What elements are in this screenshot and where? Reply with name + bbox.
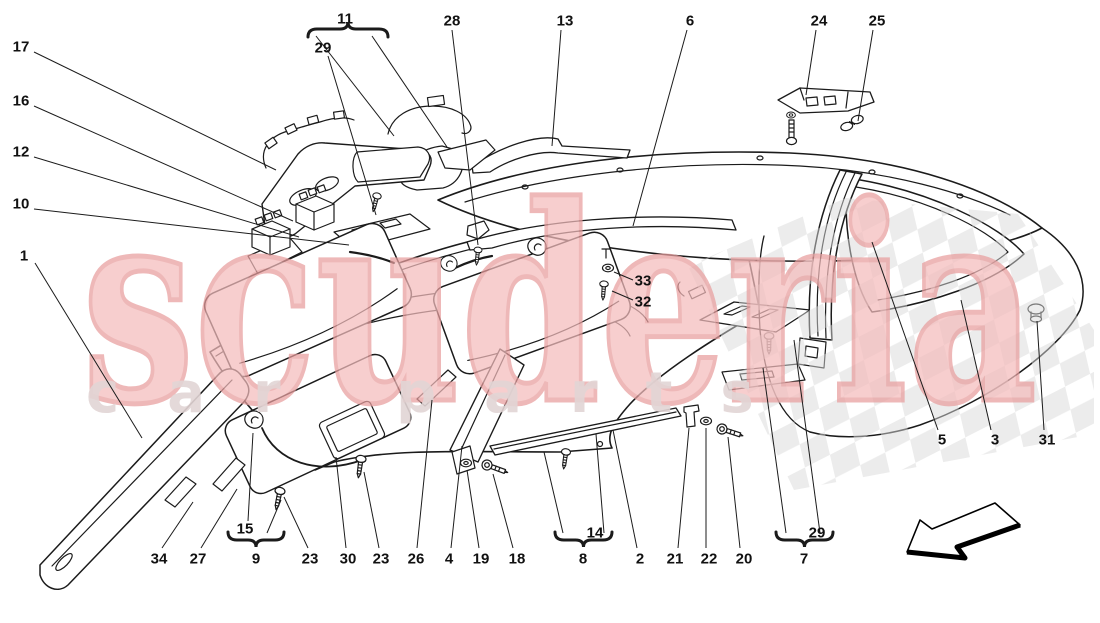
callout-label-15: 15: [237, 521, 254, 538]
group-brace-11-29: [306, 21, 390, 39]
leader-line-32: [611, 290, 634, 301]
callout-label-19: 19: [473, 551, 490, 568]
callout-label-7: 7: [800, 551, 808, 568]
group-brace-29-7: [774, 530, 835, 548]
callout-label-18: 18: [509, 551, 526, 568]
callout-label-17: 17: [13, 39, 30, 56]
callout-label-6: 6: [686, 13, 694, 30]
callout-label-26: 26: [408, 551, 425, 568]
leader-line: [371, 35, 448, 148]
leader-line-33: [613, 271, 634, 281]
callout-label-27: 27: [190, 551, 207, 568]
callout-label-23: 23: [302, 551, 319, 568]
leader-line-2: [612, 429, 638, 549]
leader-line-12: [33, 156, 300, 238]
callout-label-4: 4: [445, 551, 454, 568]
callout-label-8: 8: [579, 551, 587, 568]
leader-line-3: [960, 299, 992, 431]
callout-label-1: 1: [20, 248, 28, 265]
leader-line: [315, 35, 395, 137]
leader-line-21: [677, 427, 690, 549]
leader-line: [793, 339, 821, 534]
leader-line-26: [416, 399, 433, 549]
callout-label-31: 31: [1039, 432, 1056, 449]
leader-line-1: [34, 262, 143, 439]
adhesive-pads: [164, 369, 457, 508]
leader-line-24: [805, 29, 817, 96]
leader-line: [266, 499, 282, 534]
callout-label-5: 5: [938, 432, 946, 449]
leader-line-27: [200, 488, 238, 549]
leader-line-30: [335, 456, 347, 549]
sill-strip: [489, 407, 682, 456]
callout-label-3: 3: [991, 432, 999, 449]
callout-label-20: 20: [736, 551, 753, 568]
leader-line-20: [727, 436, 741, 549]
callout-label-13: 13: [557, 13, 574, 30]
leader-line-23: [363, 471, 380, 549]
leader-line-19: [466, 469, 480, 549]
leader-line-16: [33, 105, 294, 222]
sun-visor-lower: [224, 353, 412, 495]
sun-visor-left: [203, 222, 413, 378]
callout-label-23: 23: [373, 551, 390, 568]
a-pillar-trim: [39, 368, 250, 590]
callout-label-29: 29: [809, 525, 826, 542]
callout-label-16: 16: [13, 93, 30, 110]
leader-line-5: [871, 241, 939, 431]
front-bow-strip: [466, 216, 737, 251]
callout-label-2: 2: [636, 551, 644, 568]
callout-label-25: 25: [869, 13, 886, 30]
callout-label-28: 28: [444, 13, 461, 30]
leader-line-4: [450, 445, 463, 549]
leader-line-29: [327, 55, 377, 216]
callout-label-14: 14: [587, 525, 604, 542]
sun-visor-right: [433, 231, 631, 375]
leader-line-23: [283, 496, 309, 549]
callout-label-34: 34: [151, 551, 168, 568]
callout-label-33: 33: [635, 273, 652, 290]
leader-line-6: [632, 29, 688, 227]
group-brace-14-8: [553, 530, 614, 548]
leader-line-31: [1036, 320, 1045, 431]
callout-label-30: 30: [340, 551, 357, 568]
checkered-flag-watermark: [688, 198, 1094, 490]
direction-arrow: [906, 502, 1021, 561]
pin-33-screw-32: [598, 248, 615, 301]
leader-line: [543, 451, 564, 534]
group-brace-15-9: [226, 530, 286, 548]
watermark-sub-text: car parts: [86, 361, 802, 426]
mount-bracket: [777, 87, 875, 146]
leader-line-13: [551, 29, 562, 147]
clip-21: [683, 404, 700, 428]
leader-line-17: [33, 51, 277, 171]
callout-label-10: 10: [13, 196, 30, 213]
callout-label-21: 21: [667, 551, 684, 568]
callout-label-24: 24: [811, 13, 828, 30]
leader-line: [247, 432, 254, 522]
leader-line-18: [492, 473, 514, 549]
lamp-clip: [840, 114, 864, 132]
leader-line: [595, 433, 605, 534]
leader-line-28: [451, 29, 479, 246]
callout-label-22: 22: [701, 551, 718, 568]
clip-28: [466, 220, 490, 267]
leader-line: [762, 367, 787, 534]
leader-line-34: [161, 501, 194, 549]
leader-line-25: [857, 29, 874, 122]
leader-line-10: [33, 208, 350, 246]
callout-label-12: 12: [13, 144, 30, 161]
callout-label-32: 32: [635, 294, 652, 311]
callout-label-11: 11: [337, 11, 353, 28]
callout-label-9: 9: [252, 551, 260, 568]
callout-label-29: 29: [315, 40, 332, 57]
